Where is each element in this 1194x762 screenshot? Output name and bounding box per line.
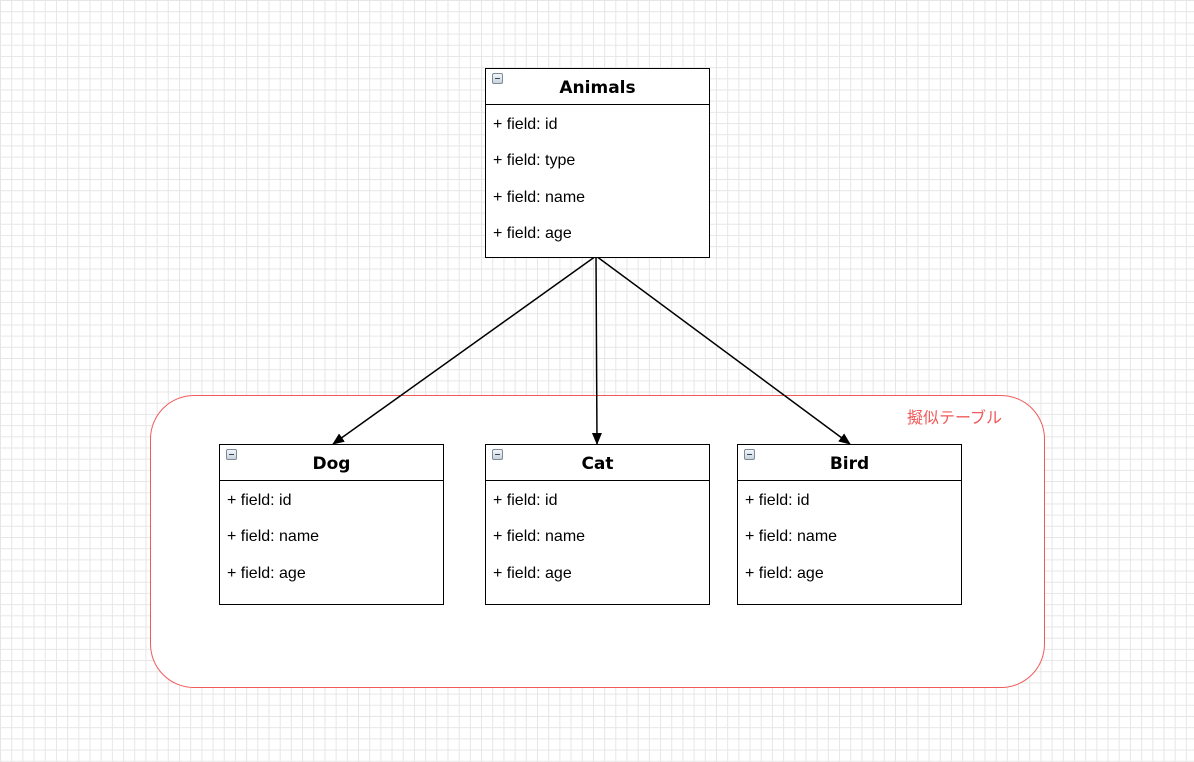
field-list: + field: id + field: name + field: age <box>486 481 709 592</box>
field-row[interactable]: + field: id <box>493 492 558 509</box>
entity-header: Cat <box>486 445 709 481</box>
minus-box-icon[interactable] <box>744 449 755 460</box>
entity-title: Bird <box>829 453 870 474</box>
field-row[interactable]: + field: id <box>493 116 558 133</box>
entity-title: Cat <box>581 453 614 474</box>
entity-header: Bird <box>738 445 961 481</box>
minus-box-icon[interactable] <box>492 449 503 460</box>
entity-header: Dog <box>220 445 443 481</box>
entity-bird[interactable]: Bird + field: id + field: name + field: … <box>737 444 962 605</box>
entity-title: Animals <box>559 77 636 98</box>
field-row[interactable]: + field: name <box>745 528 838 546</box>
group-label: 擬似テーブル <box>906 408 1002 427</box>
field-row[interactable]: + field: id <box>745 492 810 509</box>
entity-dog[interactable]: Dog + field: id + field: name + field: a… <box>219 444 444 605</box>
field-row[interactable]: + field: type <box>493 152 576 170</box>
field-list: + field: id + field: name + field: age <box>220 481 443 592</box>
field-row[interactable]: + field: id <box>227 492 292 509</box>
field-row[interactable]: + field: age <box>493 564 572 582</box>
minus-box-icon[interactable] <box>226 449 237 460</box>
field-row[interactable]: + field: name <box>493 188 586 206</box>
field-row[interactable]: + field: name <box>227 528 320 546</box>
field-row[interactable]: + field: name <box>493 528 586 546</box>
minus-box-icon[interactable] <box>492 73 503 84</box>
entity-cat[interactable]: Cat + field: id + field: name + field: a… <box>485 444 710 605</box>
field-row[interactable]: + field: age <box>493 224 572 242</box>
field-list: + field: id + field: name + field: age <box>738 481 961 592</box>
field-row[interactable]: + field: age <box>227 564 306 582</box>
entity-title: Dog <box>312 453 351 474</box>
field-row[interactable]: + field: age <box>745 564 824 582</box>
field-list: + field: id + field: type + field: name … <box>486 105 709 252</box>
entity-animals[interactable]: Animals + field: id + field: type + fiel… <box>485 68 710 258</box>
entity-header: Animals <box>486 69 709 105</box>
